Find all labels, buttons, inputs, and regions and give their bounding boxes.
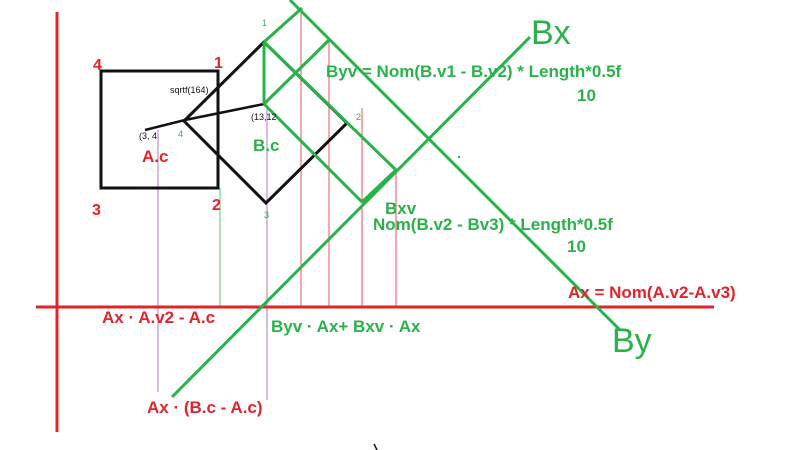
box-a-center-coord: (3, 4 (139, 131, 157, 141)
bx-axis-label: Bx (531, 14, 571, 52)
box-b-center-ray (184, 102, 265, 122)
by-axis-label: By (612, 322, 652, 360)
b-parallel-2 (262, 102, 364, 204)
box-b-vertex-3: 3 (264, 210, 269, 220)
box-a (99, 69, 220, 190)
bxv-formula: Nom(B.v2 - Bv3) * Length*0.5f (373, 215, 613, 234)
bxv-label: Bxv (385, 199, 417, 218)
box-a-corner-3: 3 (92, 202, 101, 219)
projection-sum-label: Byv · Ax+ Bxv · Ax (271, 317, 421, 336)
box-a-diagonal-label: sqrtf(164) (170, 85, 209, 95)
box-a-corner-4: 4 (93, 57, 102, 74)
bx-axis-line (170, 35, 532, 399)
box-a-corner-1: 1 (214, 55, 223, 72)
box-a-mid-index: 4 (178, 129, 183, 139)
box-b-vertex-1: 1 (262, 18, 267, 28)
ax-dot-center-label: Ax · (B.c - A.c) (147, 398, 263, 417)
box-a-corner-2: 2 (212, 197, 221, 214)
stray-stroke (373, 443, 378, 450)
ax-dot-av2-label: Ax · A.v2 - A.c (102, 308, 215, 327)
box-a-center-label: A.c (142, 147, 168, 166)
by-axis-line (288, 0, 622, 332)
byv-divisor: 10 (577, 86, 596, 105)
b-edge-ext-1 (262, 6, 304, 44)
small-marker (457, 155, 461, 159)
box-b-center-label: B.c (253, 136, 279, 155)
bxv-divisor: 10 (567, 237, 586, 256)
b-parallel-1 (262, 40, 398, 172)
box-b-center-coord: (13,12 (251, 112, 277, 122)
box-b-vertex-2: 2 (356, 112, 361, 122)
byv-formula: Byv = Nom(B.v1 - B.v2) * Length*0.5f (326, 62, 622, 81)
ax-formula: Ax = Nom(A.v2-A.v3) (568, 283, 736, 302)
box-a-center-ray (144, 118, 186, 132)
